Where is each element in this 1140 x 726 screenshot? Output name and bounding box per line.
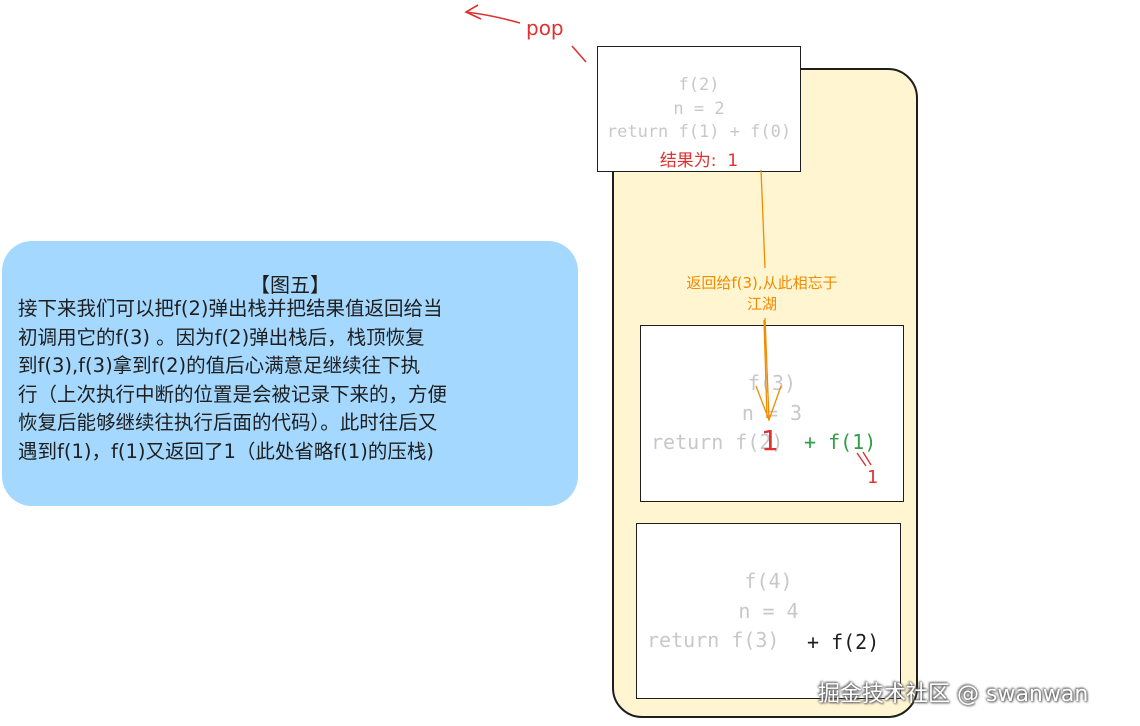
explanation-callout: 【图五】 接下来我们可以把f(2)弹出栈并把结果值返回给当 初调用它的f(3) … bbox=[2, 241, 578, 506]
frame-f2-result-value: 1 bbox=[727, 151, 739, 171]
stack-frame-f3: f(3) n = 3 return f(2) 1 + f(1) 1 bbox=[640, 325, 904, 502]
callout-body: 接下来我们可以把f(2)弹出栈并把结果值返回给当 初调用它的f(3) 。因为f(… bbox=[18, 295, 573, 466]
frame-f2-return: return f(1) + f(0) bbox=[606, 122, 792, 142]
f1-result-mark bbox=[856, 451, 872, 467]
frame-f3-return: return f(2) bbox=[651, 430, 784, 454]
callout-line: 遇到f(1)，f(1)又返回了1（此处省略f(1)的压栈) bbox=[18, 439, 434, 463]
frame-f2-result-label: 结果为: bbox=[659, 151, 717, 171]
frame-f3-plus-call: + f(1) bbox=[804, 430, 877, 454]
return-arrow-label-line-1: 返回给f(3),从此相忘于 bbox=[686, 274, 838, 292]
frame-f4-name: f(4) bbox=[744, 569, 793, 593]
callout-line: 恢复后能够继续往执行后面的代码）。此时往后又 bbox=[18, 411, 438, 434]
frame-f3-name: f(3) bbox=[747, 371, 797, 395]
callout-line: 行（上次执行中断的位置是会被记录下来的，方便 bbox=[18, 382, 448, 406]
stack-frame-f2: f(2) n = 2 return f(1) + f(0) 结果为: 1 bbox=[597, 46, 801, 172]
frame-f2-name: f(2) bbox=[678, 75, 720, 95]
stack-frame-f4: f(4) n = 4 return f(3) + f(2) bbox=[636, 523, 901, 699]
pop-tail-mark bbox=[571, 45, 587, 63]
pop-label: pop bbox=[526, 16, 564, 40]
frame-f4-n: n = 4 bbox=[738, 599, 799, 623]
callout-title: 【图五】 bbox=[250, 273, 330, 297]
frame-f2-result: 结果为: 1 bbox=[598, 146, 800, 171]
callout-line: 接下来我们可以把f(2)弹出栈并把结果值返回给当 bbox=[18, 297, 443, 320]
callout-line: 到f(3),f(3)拿到f(2)的值后心满意足继续往下执 bbox=[18, 354, 421, 377]
frame-f2-n: n = 2 bbox=[673, 99, 725, 119]
return-arrow-label: 返回给f(3),从此相忘于 江湖 bbox=[656, 273, 868, 315]
return-arrowhead bbox=[755, 385, 782, 422]
callout-line: 初调用它的f(3) 。因为f(2)弹出栈后，栈顶恢复 bbox=[18, 325, 425, 349]
frame-f3-returned-value: 1 bbox=[761, 424, 779, 457]
watermark: 掘金技术社区 @ swanwan bbox=[818, 682, 1089, 707]
frame-f3-f1-result: 1 bbox=[867, 467, 878, 488]
frame-f4-plus-call: + f(2) bbox=[807, 630, 880, 654]
pop-arrowhead bbox=[464, 4, 482, 20]
return-arrow-label-line-2: 江湖 bbox=[746, 295, 777, 313]
frame-f4-return: return f(3) bbox=[647, 628, 780, 652]
pop-arrow bbox=[465, 11, 521, 24]
return-arrow bbox=[760, 169, 770, 421]
